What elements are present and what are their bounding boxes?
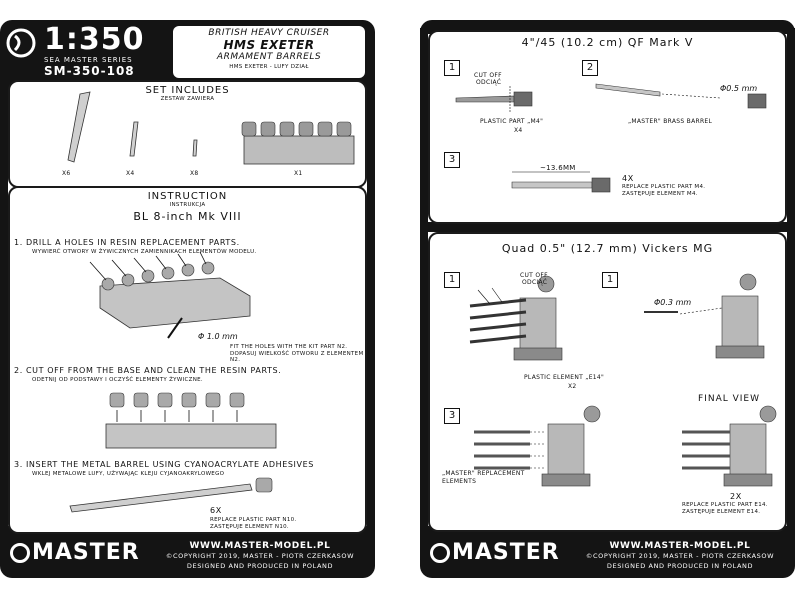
master-brand-logo: MASTER (10, 540, 140, 565)
right-footer-frame (420, 526, 795, 578)
footer-url[interactable]: WWW.MASTER-MODEL.PL (189, 541, 331, 551)
qf-step-2: 2 (586, 62, 594, 73)
right-frame-side-r (787, 28, 795, 538)
count-barrels-medium: x4 (126, 170, 135, 177)
gun-name: BL 8-inch Mk VIII (133, 210, 242, 223)
qf-replace-pl: Zastępuje element M4. (622, 191, 698, 197)
vickers-replace-en: Replace plastic part E14. (682, 502, 768, 508)
step-3-qty: 6x (210, 506, 222, 515)
vickers-cutoff-pl: ODCIĄĆ (522, 279, 548, 286)
step-1-fit-pl: Dopasuj wielkość otworu z elementem N2. (230, 351, 364, 363)
set-subtitle: Zestaw zawiera (160, 96, 215, 102)
footer-copyright: ©COPYRIGHT 2019, MASTER - Piotr Czerkaso… (165, 552, 355, 560)
qf-step-2-box: 2 (582, 60, 598, 76)
step-3-text: 3. Insert the metal barrel using Cyanoac… (14, 460, 314, 469)
scale-label: 1:350 (44, 22, 145, 57)
set-parts-illustration (67, 91, 355, 165)
footer-made-in: DESIGNED AND PRODUCED IN POLAND (186, 562, 334, 570)
vickers-plastic-qty: x2 (568, 383, 577, 390)
footer-made-in-right: DESIGNED AND PRODUCED IN POLAND (606, 562, 754, 570)
master-brand-text: MASTER (32, 540, 140, 565)
vickers-illustrations (469, 273, 777, 487)
qf-step-3: 3 (448, 154, 456, 165)
left-frame-side-l (0, 80, 8, 540)
vickers-mount-1 (469, 275, 563, 361)
instruction-illustrations (69, 251, 277, 513)
right-frame-side-l (420, 28, 428, 538)
vickers-final-view (682, 405, 777, 487)
vickers-diameter: Φ0.3 mm (654, 298, 692, 307)
qf-qty: 4x (622, 174, 634, 183)
vickers-elements: ELEMENTS (442, 478, 477, 485)
instruction-panel: Instruction Instrukcja BL 8-inch Mk VIII… (8, 186, 367, 534)
left-frame-side-r (367, 80, 375, 540)
qf-step-1-box: 1 (444, 60, 460, 76)
vickers-master-repl: „MASTER" REPLACEMENT (442, 470, 525, 477)
qf-mark-v-panel: 4"/45 (10.2 cm) QF Mark V 1 2 3 CUT OFF … (428, 30, 787, 224)
vickers-mount-1b (644, 273, 765, 359)
vickers-step-1b: 1 (606, 274, 614, 285)
qf-illustrations (455, 83, 767, 193)
left-footer-frame (0, 526, 375, 578)
step-3-replace-en: Replace plastic part N10. (210, 517, 297, 523)
series-label: SEA MASTER SERIES (44, 56, 133, 64)
vickers-step-3: 3 (448, 410, 456, 421)
count-barrels-short: x8 (190, 170, 199, 177)
title-subtitle: HMS Exeter - Lufy dział (229, 64, 309, 70)
step-1-pl: Wywierć otwory w żywicznych zamiennikach… (32, 249, 257, 255)
vickers-mg-panel: Quad 0.5" (12.7 mm) Vickers MG 1 1 3 (428, 232, 787, 532)
qf-cutoff-pl: ODCIĄĆ (476, 79, 502, 86)
qf-plastic-qty: x4 (514, 127, 523, 134)
title-line-2: HMS Exeter (223, 38, 315, 52)
master-brand-logo-right: MASTER (430, 540, 560, 565)
footer-copyright-right: ©COPYRIGHT 2019, MASTER - Piotr Czerkaso… (585, 552, 775, 560)
step-3-replace-pl: Zastępuje element N10. (210, 524, 289, 530)
footer-url-right[interactable]: WWW.MASTER-MODEL.PL (609, 541, 751, 551)
qf-step-3-box: 3 (444, 152, 460, 168)
qf-cutoff: CUT OFF (474, 72, 502, 79)
master-logo-icon (10, 543, 30, 563)
step-2-text: 2. Cut off from the base and clean the r… (14, 366, 282, 375)
vickers-replace-pl: Zastępuje element E14. (682, 509, 761, 515)
set-title: Set includes (145, 85, 230, 96)
right-frame-mid (420, 222, 795, 232)
vickers-cutoff: CUT OFF (520, 272, 548, 279)
vickers-step-3-box: 3 (444, 408, 460, 424)
qf-step-1: 1 (448, 62, 456, 73)
vickers-title: Quad 0.5" (12.7 mm) Vickers MG (501, 242, 714, 255)
step-1-text: 1. Drill a holes in resin replacement pa… (14, 238, 240, 247)
instruction-title: Instruction (147, 191, 228, 202)
master-sea-logo (6, 28, 36, 58)
anchor-swirl-icon (6, 28, 36, 58)
vickers-step-1-box: 1 (444, 272, 460, 288)
vickers-mount-3 (474, 405, 601, 487)
count-resin-block: x1 (294, 170, 303, 177)
vickers-step-1: 1 (448, 274, 456, 285)
vickers-qty: 2x (730, 492, 742, 501)
step-1-diameter: Φ 1.0 mm (198, 332, 238, 341)
qf-brass-barrel: „MASTER" BRASS BARREL (628, 118, 713, 125)
step-1-fit-en: Fit the holes with the kit part N2. (230, 344, 348, 350)
title-box: British heavy cruiser HMS Exeter armamen… (173, 26, 365, 78)
vickers-final-label: FINAL VIEW (698, 394, 760, 404)
qf-length: ~13.6mm (540, 164, 576, 172)
vickers-step-1b-box: 1 (602, 272, 618, 288)
instruction-subtitle: Instrukcja (169, 202, 206, 208)
qf-title: 4"/45 (10.2 cm) QF Mark V (521, 36, 694, 49)
qf-diameter: Φ0.5 mm (720, 84, 758, 93)
step-3-pl: Wklej metalowe lufy, używając kleju cyja… (32, 471, 225, 477)
master-logo-icon-right (430, 543, 450, 563)
qf-plastic-part: PLASTIC PART „M4" (480, 118, 544, 125)
title-line-1: British heavy cruiser (208, 28, 330, 38)
master-brand-text-right: MASTER (452, 540, 560, 565)
title-line-3: armament barrels (216, 52, 322, 62)
product-code: SM-350-108 (44, 64, 135, 78)
count-barrels-long: x6 (62, 170, 71, 177)
vickers-plastic: PLASTIC ELEMENT „E14" (524, 374, 605, 381)
set-includes-panel: Set includes Zestaw zawiera x6 x4 x8 x1 (8, 80, 367, 188)
qf-replace-en: Replace plastic part M4. (622, 184, 706, 190)
step-2-pl: Odetnij od podstawy i oczyść elementy ży… (32, 377, 203, 383)
